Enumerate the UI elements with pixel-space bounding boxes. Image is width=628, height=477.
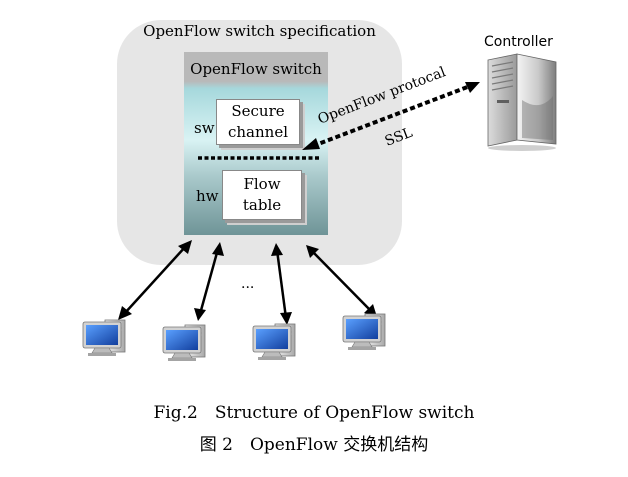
- openflow-link-arrow: [302, 82, 480, 150]
- flow-table-box: Flow table: [222, 170, 302, 220]
- secure-channel-box: Secure channel: [216, 99, 300, 145]
- host-computer-icon-2: [162, 324, 206, 362]
- host-links: [118, 240, 377, 325]
- link-arrowhead-controller: [465, 82, 480, 93]
- figure-caption-chinese: 图 2 OpenFlow 交换机结构: [199, 435, 429, 455]
- link-arrowhead-switch: [302, 138, 320, 150]
- host-link-1: [118, 240, 192, 320]
- controller-server-icon: [487, 53, 557, 151]
- host-link-4: [306, 245, 377, 317]
- secure-channel-line2: channel: [228, 123, 288, 141]
- host-link-2: [194, 242, 224, 321]
- host-computer-icon-1: [82, 319, 126, 357]
- switch-title: OpenFlow switch: [190, 60, 322, 78]
- controller-label: Controller: [484, 34, 553, 50]
- figure-caption-english: Fig.2 Structure of OpenFlow switch: [153, 403, 475, 423]
- ssl-label: SSL: [383, 125, 415, 150]
- hosts-ellipsis: ...: [241, 276, 255, 292]
- host-computer-icon-4: [342, 313, 386, 351]
- hw-label: hw: [196, 187, 219, 205]
- secure-channel-line1: Secure: [231, 102, 285, 120]
- flow-table-line2: table: [242, 196, 282, 214]
- host-computer-icon-3: [252, 323, 296, 361]
- sw-label: sw: [194, 119, 215, 137]
- specification-title: OpenFlow switch specification: [143, 22, 376, 40]
- flow-table-line1: Flow: [243, 175, 281, 193]
- host-link-3: [271, 243, 292, 325]
